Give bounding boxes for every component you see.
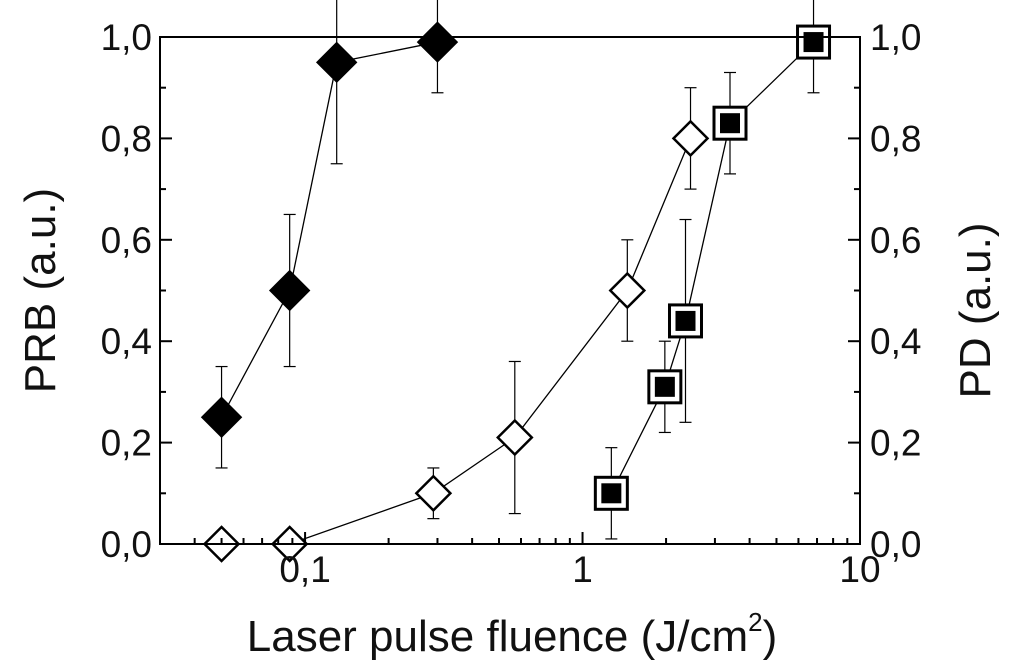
x-tick-label: 0,1	[279, 549, 330, 590]
square-point-inner	[601, 483, 622, 504]
series-line	[220, 41, 438, 418]
x-axis-title-superscript: 2	[748, 607, 762, 637]
open-diamond-point	[496, 418, 534, 457]
labels-layer: Laser pulse fluence (J/cm2) PRB (a.u.) P…	[16, 188, 1000, 661]
square-point-inner	[720, 113, 741, 134]
right-y-axis-title: PD (a.u.)	[951, 222, 1000, 398]
left-y-axis-title: PRB (a.u.)	[16, 188, 65, 393]
filled-diamond-point	[315, 41, 358, 84]
right-y-tick-label: 0,0	[870, 524, 921, 565]
series-line	[610, 41, 814, 494]
left-y-tick-label: 1,0	[101, 17, 152, 58]
filled-diamond-point	[200, 396, 243, 438]
x-axis-title-tail: )	[763, 612, 778, 661]
plot-frame	[159, 36, 861, 545]
right-y-tick-label: 1,0	[870, 17, 921, 58]
square-point-inner	[654, 376, 675, 397]
plot-layer	[200, 0, 832, 563]
x-axis-title-main: Laser pulse fluence (J/cm	[247, 612, 748, 661]
square-point-inner	[675, 310, 696, 331]
left-y-tick-label: 0,6	[101, 220, 152, 261]
right-y-tick-label: 0,8	[870, 118, 921, 159]
filled-diamond-point	[416, 21, 459, 63]
right-y-tick-label: 0,6	[870, 220, 921, 261]
open-diamond-point	[414, 474, 453, 513]
left-y-tick-label: 0,4	[101, 321, 152, 362]
open-diamond-point	[671, 119, 710, 158]
filled-diamond-point	[268, 269, 311, 312]
axes-layer: 0,0 0,0 0,2 0,2 0,4 0,4 0,6 0,6 0,8 0,8 1,0 1,0 0,1 1…	[101, 17, 922, 590]
x-axis-title: Laser pulse fluence (J/cm2)	[247, 607, 777, 661]
right-y-tick-label: 0,2	[870, 423, 921, 464]
x-tick-label: 10	[839, 549, 880, 590]
left-y-tick-label: 0,8	[101, 118, 152, 159]
right-y-tick-label: 0,4	[870, 321, 921, 362]
left-y-tick-label: 0,2	[101, 423, 152, 464]
open-diamond-point	[608, 271, 647, 310]
square-point-inner	[803, 32, 824, 53]
x-tick-label: 1	[572, 549, 593, 590]
left-y-tick-label: 0,0	[101, 524, 152, 565]
